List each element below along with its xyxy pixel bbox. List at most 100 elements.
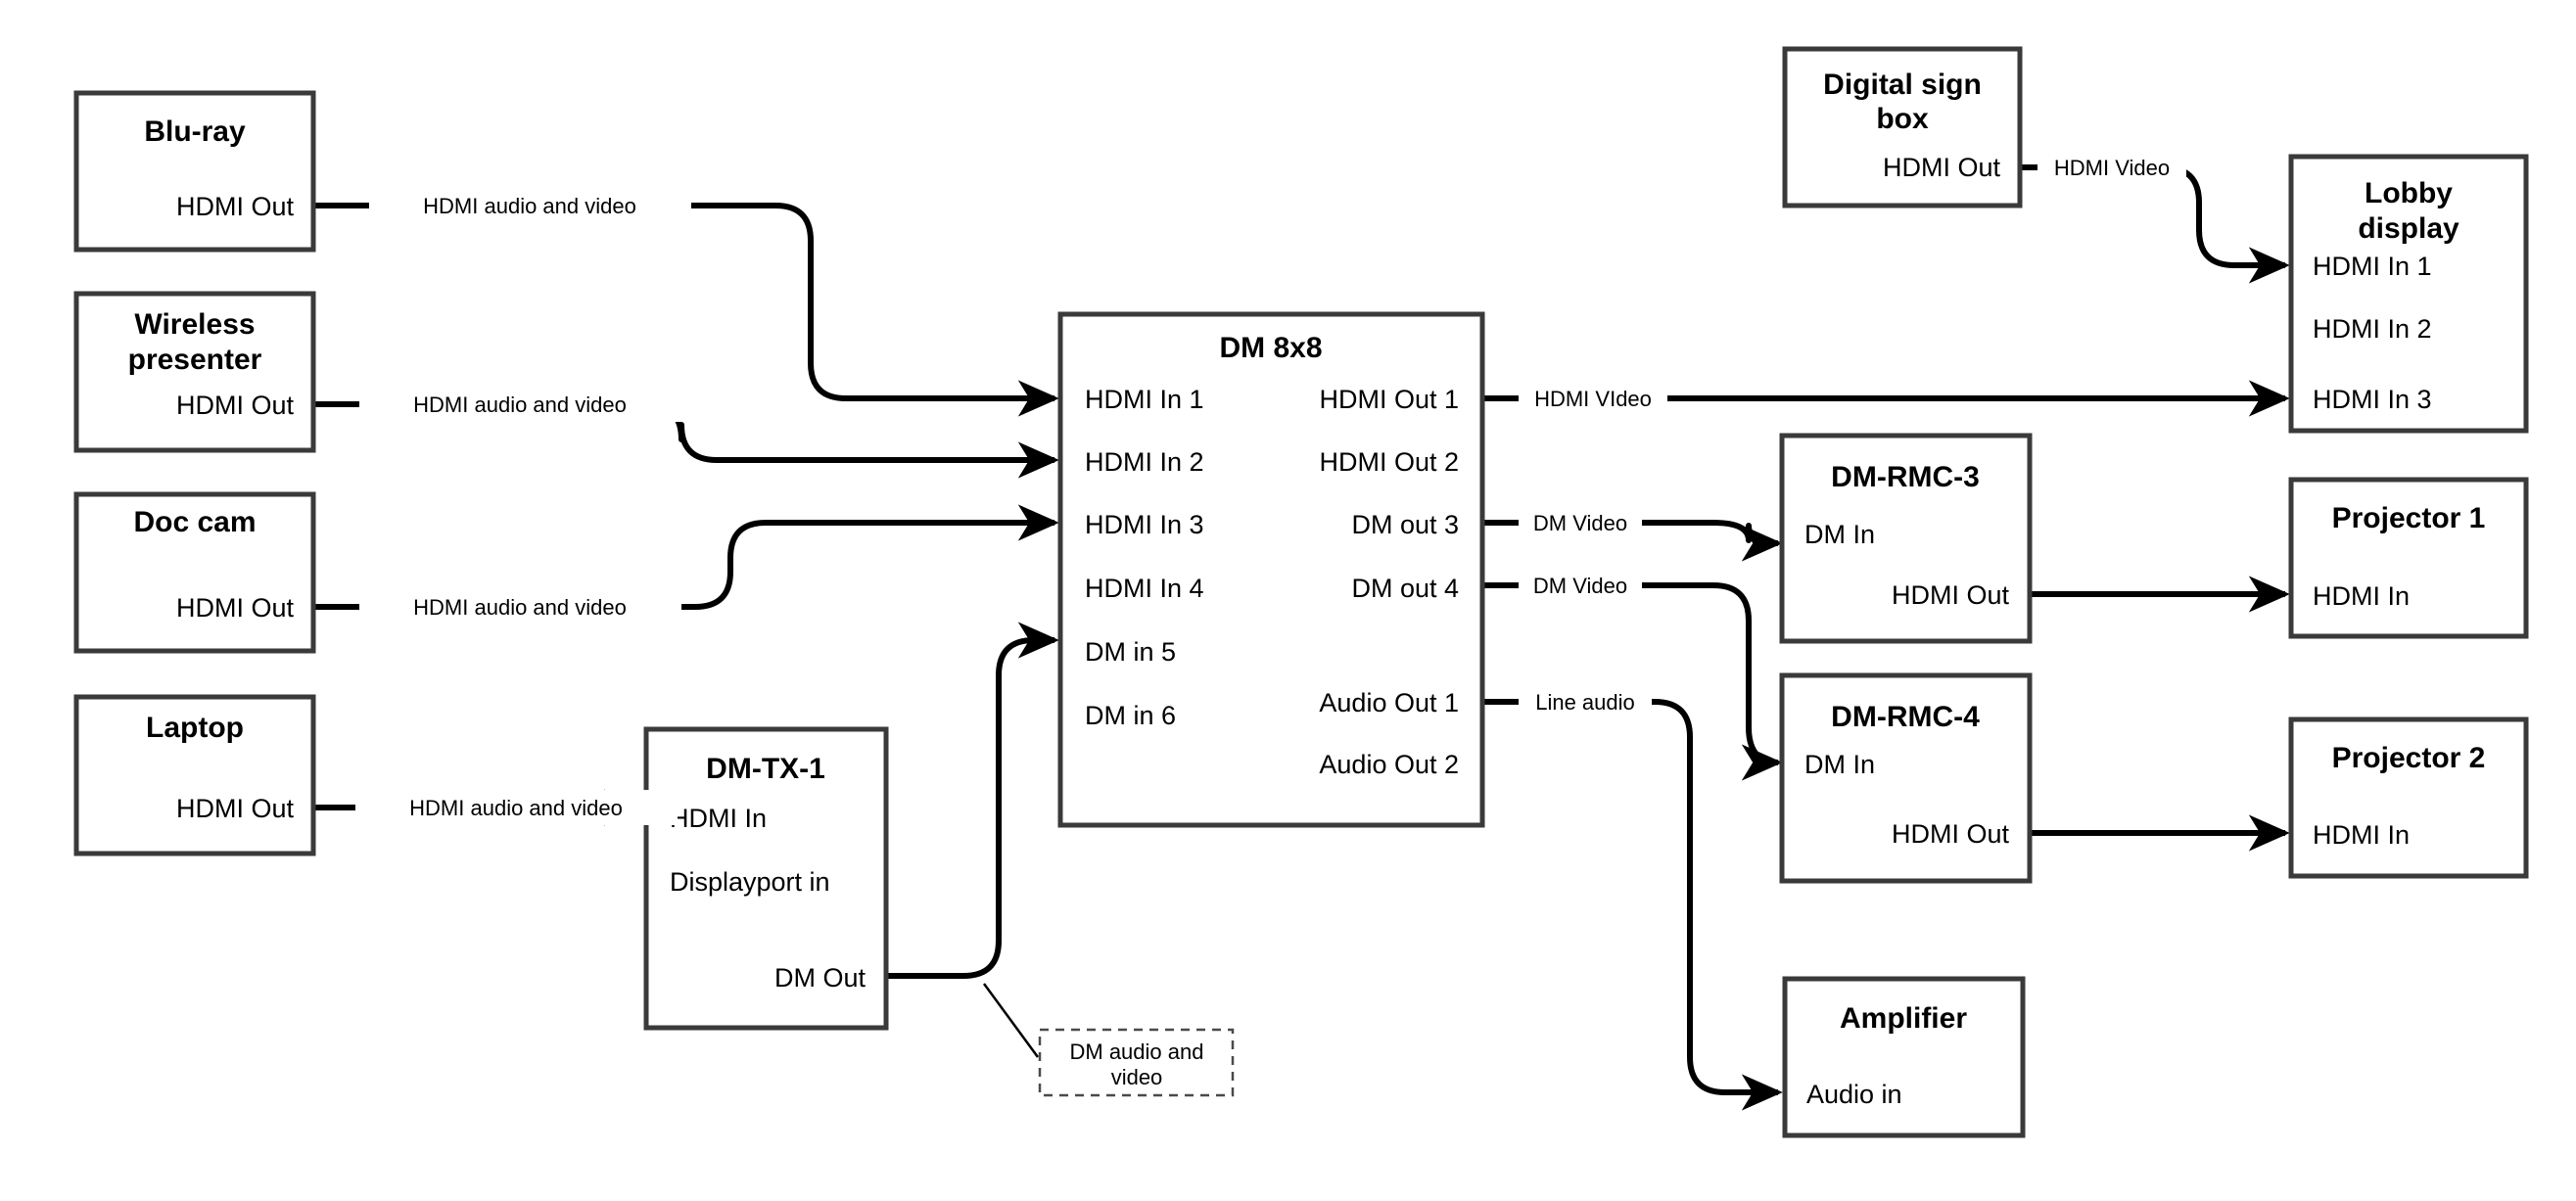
dm-tx-1-port-hdmi-in: HDMI In [670,804,767,833]
device-wireless-presenter[interactable]: Wireless presenter HDMI Out [73,291,316,453]
laptop-title: Laptop [146,712,244,744]
device-dm-rmc-4[interactable]: DM-RMC-4 DM In HDMI Out [1779,672,2033,884]
laptop-port-hdmi-out: HDMI Out [176,794,295,823]
dm-tx-1-port-dm-out: DM Out [774,963,866,993]
device-dm-tx-1[interactable]: DM-TX-1 HDMI In Displayport in DM Out [643,726,889,1031]
dm-8x8-input-hdmi-in-2: HDMI In 2 [1085,447,1204,477]
dm-8x8-input-hdmi-in-4: HDMI In 4 [1085,574,1204,603]
lobby-display-title-line2: display [2358,212,2459,245]
projector-2-box[interactable] [2288,716,2529,879]
device-dm-rmc-3[interactable]: DM-RMC-3 DM In HDMI Out [1779,433,2033,644]
dm-rmc-4-title: DM-RMC-4 [1831,701,1980,733]
edge-label-laptop-text: HDMI audio and video [409,796,623,820]
edge-label-audio-out-1: Line audio [1519,684,1652,719]
doc-cam-title: Doc cam [133,506,256,538]
projector-2-port-hdmi-in: HDMI In [2313,820,2410,850]
dm-8x8-output-dm-out-3: DM out 3 [1351,510,1459,539]
wire-dm8x8-audioout1-to-amplifier [1482,699,1783,1111]
digital-sign-title-line1: Digital sign [1823,69,1982,101]
device-laptop[interactable]: Laptop HDMI Out [73,694,316,856]
digital-sign-title-line2: box [1876,103,1929,135]
dm-rmc-3-port-hdmi-out: HDMI Out [1892,580,2010,610]
dm-rmc-3-port-dm-in: DM In [1804,520,1875,549]
lobby-display-input-hdmi-in-3: HDMI In 3 [2313,385,2432,414]
device-dm-8x8[interactable]: DM 8x8 HDMI In 1 HDMI In 2 HDMI In 3 HDM… [1057,311,1485,828]
dm-rmc-4-box[interactable] [1779,672,2033,884]
lobby-display-title-line1: Lobby [2365,177,2453,209]
dm-tx-1-title: DM-TX-1 [706,753,825,785]
amplifier-title: Amplifier [1840,1002,1967,1035]
wireless-presenter-box[interactable] [73,291,316,453]
lobby-display-input-hdmi-in-1: HDMI In 1 [2313,252,2432,281]
wire-dm8x8-dmout4-to-rmc4 [1482,582,1783,781]
dm-rmc-3-box[interactable] [1779,433,2033,644]
edge-label-dm-out-3: DM Video [1519,505,1642,540]
dm-rmc-4-port-hdmi-out: HDMI Out [1892,819,2010,849]
edge-label-bluray-text: HDMI audio and video [423,194,636,218]
dm-8x8-input-dm-in-6: DM in 6 [1085,701,1176,730]
dm-8x8-output-hdmi-out-2: HDMI Out 2 [1319,447,1459,477]
wire-dmtx1-to-dm8x8 [886,622,1059,979]
callout-dm-audio-and-video: DM audio and video [1038,1028,1235,1097]
dm-tx-1-box[interactable] [643,726,889,1031]
dm-8x8-output-audio-out-2: Audio Out 2 [1319,750,1459,779]
lobby-display-box[interactable] [2288,154,2529,434]
laptop-box[interactable] [73,694,316,856]
doc-cam-port-hdmi-out: HDMI Out [176,593,295,623]
callout-leader-line [982,983,1040,1058]
edge-label-hdmi-out-1-text: HDMI VIdeo [1534,387,1652,411]
edge-label-digitalsign: HDMI Video [2037,150,2186,185]
edge-label-digitalsign-text: HDMI Video [2054,156,2170,180]
device-projector-2[interactable]: Projector 2 HDMI In [2288,716,2529,879]
dm-8x8-input-dm-in-5: DM in 5 [1085,637,1176,667]
wireless-presenter-title-line2: presenter [128,344,262,376]
bluray-title: Blu-ray [144,115,246,148]
lobby-display-input-hdmi-in-2: HDMI In 2 [2313,314,2432,344]
dm-8x8-box[interactable] [1057,311,1485,828]
callout-dm-audio-video-line1: DM audio and [1070,1039,1204,1064]
wireless-presenter-port-hdmi-out: HDMI Out [176,391,295,420]
dm-8x8-title: DM 8x8 [1219,332,1322,364]
edge-label-dm-out-3-text: DM Video [1533,511,1627,535]
projector-1-title: Projector 1 [2332,502,2486,534]
dm-rmc-3-title: DM-RMC-3 [1831,461,1980,493]
device-bluray[interactable]: Blu-ray HDMI Out [73,90,316,253]
device-amplifier[interactable]: Amplifier Audio in [1782,976,2026,1138]
dm-8x8-output-hdmi-out-1: HDMI Out 1 [1319,385,1459,414]
dm-8x8-input-hdmi-in-1: HDMI In 1 [1085,385,1204,414]
projector-2-title: Projector 2 [2332,742,2486,774]
digital-sign-port-hdmi-out: HDMI Out [1883,153,2001,182]
edge-label-dm-out-4-text: DM Video [1533,574,1627,598]
edge-label-doccam: HDMI audio and video [359,589,681,624]
dm-8x8-output-dm-out-4: DM out 4 [1351,574,1459,603]
device-digital-sign-box[interactable]: Digital sign box HDMI Out [1782,46,2023,208]
projector-1-port-hdmi-in: HDMI In [2313,581,2410,611]
dm-tx-1-port-displayport-in: Displayport in [670,867,830,897]
edge-label-hdmi-out-1: HDMI VIdeo [1519,381,1667,416]
edge-label-bluray: HDMI audio and video [369,188,691,223]
edge-label-audio-out-1-text: Line audio [1535,690,1635,715]
digital-sign-box[interactable] [1782,46,2023,208]
amplifier-port-audio-in: Audio in [1806,1080,1902,1109]
doc-cam-box[interactable] [73,491,316,654]
projector-1-box[interactable] [2288,477,2529,639]
wire-doccam-to-dm8x8 [313,504,1059,610]
edge-label-dm-out-4: DM Video [1519,568,1642,603]
device-projector-1[interactable]: Projector 1 HDMI In [2288,477,2529,639]
edge-label-doccam-text: HDMI audio and video [413,595,627,620]
device-lobby-display[interactable]: Lobby display HDMI In 1 HDMI In 2 HDMI I… [2288,154,2529,434]
wire-dm8x8-dmout3-to-rmc3 [1482,520,1783,562]
dm-8x8-input-hdmi-in-3: HDMI In 3 [1085,510,1204,539]
edge-label-laptop: HDMI audio and video [355,790,678,825]
bluray-box[interactable] [73,90,316,253]
dm-rmc-4-port-dm-in: DM In [1804,750,1875,779]
amplifier-box[interactable] [1782,976,2026,1138]
wire-bluray-to-dm8x8 [313,203,1059,417]
bluray-port-hdmi-out: HDMI Out [176,192,295,221]
wireless-presenter-title-line1: Wireless [134,308,255,341]
callout-dm-audio-video-box [1038,1028,1235,1097]
device-doc-cam[interactable]: Doc cam HDMI Out [73,491,316,654]
dm-8x8-output-audio-out-1: Audio Out 1 [1319,688,1459,717]
